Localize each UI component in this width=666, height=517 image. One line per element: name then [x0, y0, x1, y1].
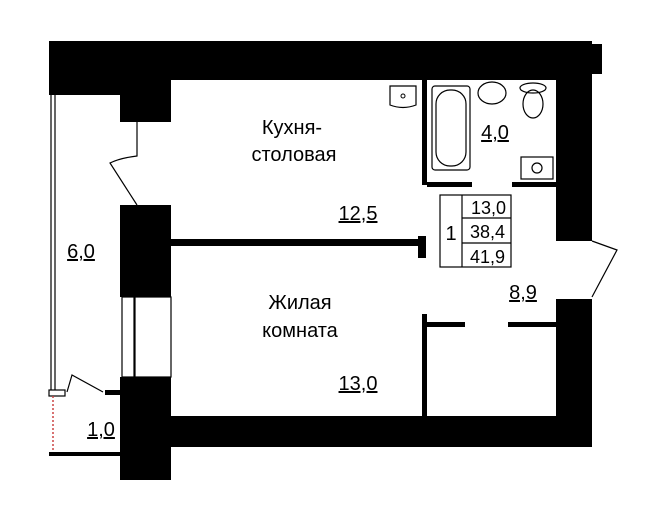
living-room-name-2: комната: [262, 320, 339, 342]
living-room-area: 13,0: [339, 373, 378, 395]
kitchen-area: 12,5: [339, 203, 378, 225]
loggia-outline: [48, 95, 172, 452]
doors: [66, 122, 618, 393]
bathtub-icon: [431, 85, 471, 171]
total-area: 38,4: [470, 222, 505, 242]
rooms-count: 1: [445, 223, 456, 245]
total-with-loggia: 41,9: [470, 247, 505, 267]
toilet-icon: [519, 82, 547, 94]
bathroom-area: 4,0: [481, 122, 509, 144]
washing-machine-icon: [520, 156, 554, 180]
washbasin-icon: [477, 81, 507, 105]
living-room-name: Жилая: [268, 292, 331, 314]
area-summary-box: 1 13,0 38,4 41,9: [439, 194, 512, 268]
hallway-area: 8,9: [509, 282, 537, 304]
balcony-area: 1,0: [87, 419, 115, 441]
living-area: 13,0: [471, 198, 506, 218]
loggia-area: 6,0: [67, 241, 95, 263]
fixtures: [389, 81, 554, 180]
balcony-door[interactable]: [66, 374, 104, 393]
entrance-door[interactable]: [591, 240, 618, 298]
kitchen-sink-icon: [389, 85, 417, 109]
kitchen-door[interactable]: [109, 122, 138, 206]
kitchen-name-2: столовая: [252, 144, 337, 166]
kitchen-name: Кухня-: [262, 117, 322, 139]
walls: [49, 41, 602, 480]
